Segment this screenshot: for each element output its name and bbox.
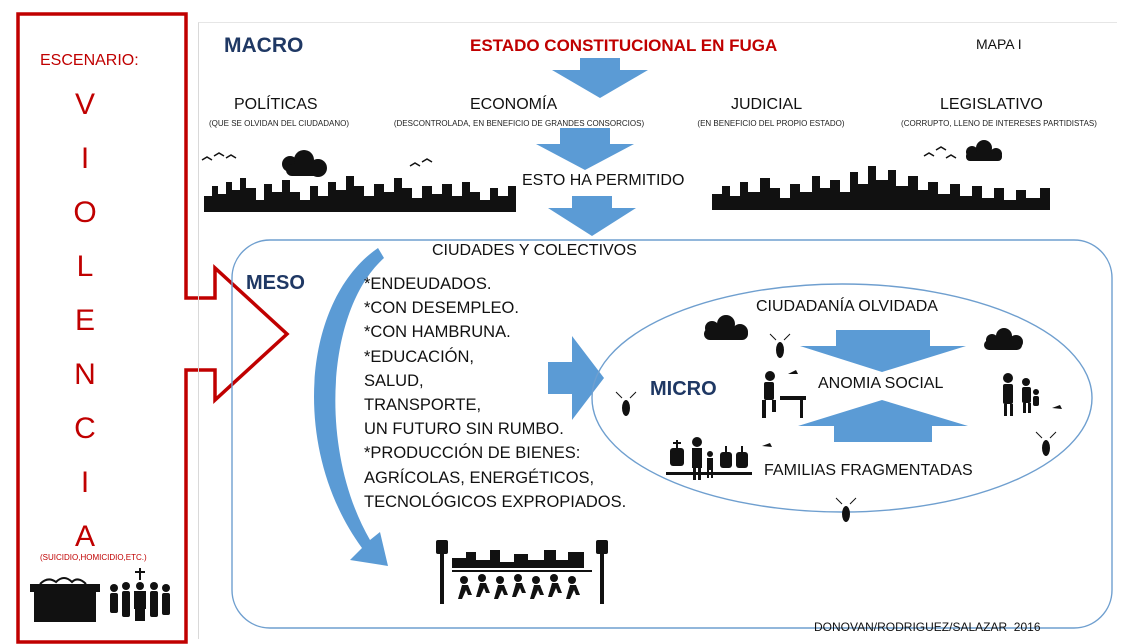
violence-frame-arrow <box>16 12 290 644</box>
escenario-label: ESCENARIO: <box>40 52 139 69</box>
down-arrow-1 <box>552 58 648 98</box>
meso-container <box>231 239 1113 629</box>
violencia-letter: E <box>74 304 95 337</box>
permitted-label: ESTO HA PERMITIDO <box>522 172 685 189</box>
violencia-letter: V <box>74 88 95 121</box>
violencia-letter: O <box>73 196 97 229</box>
cockroach-icon <box>615 333 1057 522</box>
macro-label: MACRO <box>224 34 304 57</box>
violencia-letter: A <box>74 520 95 553</box>
micro-top: CIUDADANÍA OLVIDADA <box>756 298 938 315</box>
violencia-letter: N <box>74 358 96 391</box>
micro-center: ANOMIA SOCIAL <box>818 375 944 392</box>
meso-list-item: SALUD, <box>364 371 424 390</box>
cemetery-family-icon <box>666 437 772 480</box>
violencia-note: (SUICIDIO,HOMICIDIO,ETC.) <box>40 553 147 562</box>
micro-label: MICRO <box>650 378 717 400</box>
micro-bottom: FAMILIAS FRAGMENTADAS <box>764 462 973 479</box>
category-economia: ECONOMÍA <box>470 96 558 113</box>
mourners-icon <box>110 568 170 621</box>
violencia-letter: C <box>74 412 96 445</box>
violencia-letter: I <box>80 466 90 499</box>
category-politicas-desc: (QUE SE OLVIDAN DEL CIUDADANO) <box>208 119 350 128</box>
cloud-icon <box>704 315 748 340</box>
category-economia-desc: (DESCONTROLADA, EN BENEFICIO DE GRANDES … <box>393 119 645 128</box>
micro-ellipse <box>591 283 1093 513</box>
curved-arrow-meso <box>314 248 388 566</box>
meso-heading: CIUDADES Y COLECTIVOS <box>432 242 637 259</box>
down-arrow-2 <box>536 128 634 170</box>
right-arrow-meso-micro <box>548 336 604 420</box>
category-judicial: JUDICIAL <box>731 96 803 113</box>
violencia-letter: L <box>76 250 94 283</box>
bird-icon <box>201 146 957 167</box>
outer-frame <box>198 22 1117 639</box>
meso-list: *ENDEUDADOS. *CON DESEMPLEO. *CON HAMBRUNA… <box>364 272 626 514</box>
skyline-icon <box>204 166 1050 212</box>
coffin-icon <box>30 568 170 622</box>
cloud-icon <box>984 328 1023 350</box>
category-politicas: POLÍTICAS <box>234 96 318 113</box>
micro-arrow-down <box>800 330 966 372</box>
meso-list-item: *CON HAMBRUNA. <box>364 323 511 342</box>
violencia-letter: I <box>80 142 90 175</box>
map-label: MAPA I <box>976 36 1022 52</box>
meso-list-item: *ENDEUDADOS. <box>364 275 492 293</box>
meso-list-item: *CON DESEMPLEO. <box>364 299 519 318</box>
down-arrow-3 <box>548 196 636 236</box>
meso-list-item: *EDUCACIÓN, <box>364 347 475 366</box>
category-legislativo: LEGISLATIVO <box>940 96 1043 113</box>
hungry-man-icon <box>762 370 806 418</box>
meso-list-item: *PRODUCCIÓN DE BIENES: <box>364 444 581 463</box>
meso-list-item: TECNOLÓGICOS EXPROPIADOS. <box>364 492 627 511</box>
crowd-running-icon <box>436 540 608 604</box>
meso-label: MESO <box>246 272 305 294</box>
credit: DONOVAN/RODRIGUEZ/SALAZAR 2016 <box>814 620 1041 634</box>
micro-arrow-up <box>798 400 968 442</box>
meso-list-item: UN FUTURO SIN RUMBO. <box>364 420 564 439</box>
meso-list-item: AGRÍCOLAS, ENERGÉTICOS, <box>364 468 595 487</box>
meso-list-item: TRANSPORTE, <box>364 396 482 415</box>
category-judicial-desc: (EN BENEFICIO DEL PROPIO ESTADO) <box>697 119 845 128</box>
cloud-icon <box>282 150 327 177</box>
grieving-family-icon <box>1003 373 1062 416</box>
category-legislativo-desc: (CORRUPTO, LLENO DE INTERESES PARTIDISTA… <box>901 119 1097 128</box>
macro-title: ESTADO CONSTITUCIONAL EN FUGA <box>470 36 778 55</box>
cloud-icon <box>966 140 1002 161</box>
